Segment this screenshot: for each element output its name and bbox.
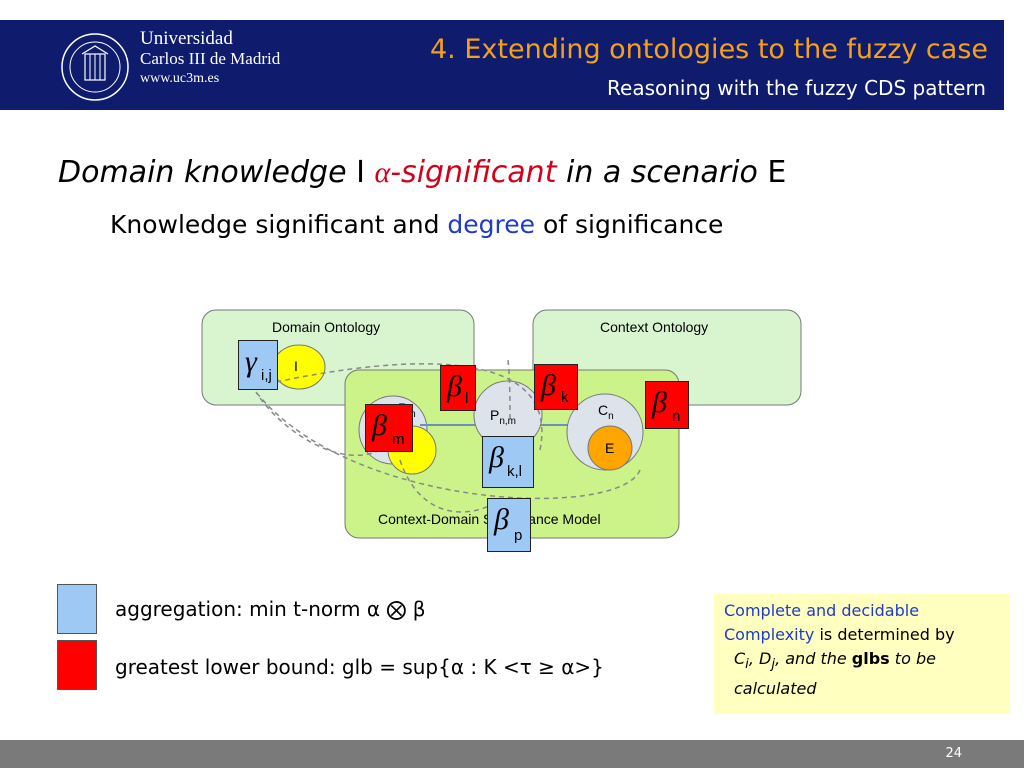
heading-part2: I: [346, 155, 375, 190]
beta-k-box: β k: [534, 364, 578, 410]
beta-k-symbol: β: [541, 369, 556, 402]
note-line1: Complete and decidable: [724, 601, 920, 620]
beta-l-symbol: β: [447, 370, 462, 403]
logo-line3: www.uc3m.es: [140, 71, 220, 86]
node-Cn-label: Cn: [598, 402, 614, 422]
domain-ontology-label: Domain Ontology: [272, 319, 381, 335]
gamma-symbol: γ: [245, 345, 257, 378]
sub-part2: degree: [447, 210, 536, 239]
heading-alpha: α: [374, 156, 391, 189]
note-line2: Complexity is determined by: [724, 625, 955, 644]
beta-m-box: β m: [365, 404, 413, 452]
glb-legend: greatest lower bound: glb = sup{α : K <τ…: [115, 655, 604, 679]
beta-l-sub: l: [465, 390, 469, 407]
logo-line2: Carlos III de Madrid: [140, 49, 281, 68]
beta-kl-sub: k,l: [507, 463, 522, 480]
beta-n-symbol: β: [652, 386, 667, 419]
dashed-arrow-3: [507, 359, 511, 421]
beta-p-sub: p: [514, 527, 523, 544]
logo-line1: Universidad: [140, 28, 233, 49]
beta-p-symbol: β: [494, 503, 509, 536]
heading-part1: Domain knowledge: [58, 155, 347, 190]
sub-part1: Knowledge significant and: [110, 210, 448, 239]
footer-bar: 24: [0, 740, 1024, 768]
header-bar: Universidad Carlos III de Madrid www.uc3…: [0, 20, 1004, 110]
university-name: Universidad Carlos III de Madrid www.uc3…: [140, 28, 280, 89]
dashed-arrow-4: [399, 459, 501, 513]
university-logo: [61, 33, 129, 101]
node-I-label: I: [294, 358, 298, 374]
page-number: 24: [945, 746, 962, 761]
context-ontology-label: Context Ontology: [600, 319, 709, 335]
complexity-note: Complete and decidable Complexity is det…: [714, 594, 1010, 714]
gamma-sub: i,j: [261, 367, 272, 384]
section-subtitle: Reasoning with the fuzzy CDS pattern: [607, 76, 986, 100]
sub-part3: of significance: [535, 210, 724, 239]
beta-n-sub: n: [672, 408, 681, 425]
beta-m-symbol: β: [372, 409, 387, 442]
slide-subheading: Knowledge significant and degree of sign…: [110, 210, 723, 239]
heading-part4: in a scenario: [556, 155, 758, 190]
glb-swatch: [57, 640, 97, 690]
heading-part3: -significant: [390, 155, 557, 190]
dashed-arrow-2: [255, 391, 641, 500]
beta-p-box: β p: [487, 498, 531, 552]
note-line3: Ci, Dj, and the glbs to be: [734, 649, 936, 673]
beta-k-sub: k: [561, 389, 569, 406]
gamma-box: γ i,j: [238, 340, 278, 390]
heading-part5: E: [757, 155, 787, 190]
node-Pnm-label: Pn,m: [490, 407, 517, 427]
aggregation-swatch: [57, 584, 97, 634]
aggregation-legend: aggregation: min t-norm α ⨂ β: [115, 597, 426, 621]
beta-kl-box: β k,l: [482, 436, 534, 488]
note-line4: calculated: [734, 679, 817, 699]
beta-m-sub: m: [392, 431, 405, 448]
beta-l-box: β l: [440, 365, 476, 411]
section-title: 4. Extending ontologies to the fuzzy cas…: [430, 34, 988, 65]
slide-heading: Domain knowledge I α-significant in a sc…: [58, 155, 786, 190]
beta-kl-symbol: β: [489, 441, 504, 474]
node-I: [272, 344, 326, 390]
node-E-label: E: [605, 440, 615, 456]
node-E: [587, 425, 633, 471]
dashed-arrow-1: [255, 391, 381, 456]
beta-n-box: β n: [645, 381, 689, 429]
